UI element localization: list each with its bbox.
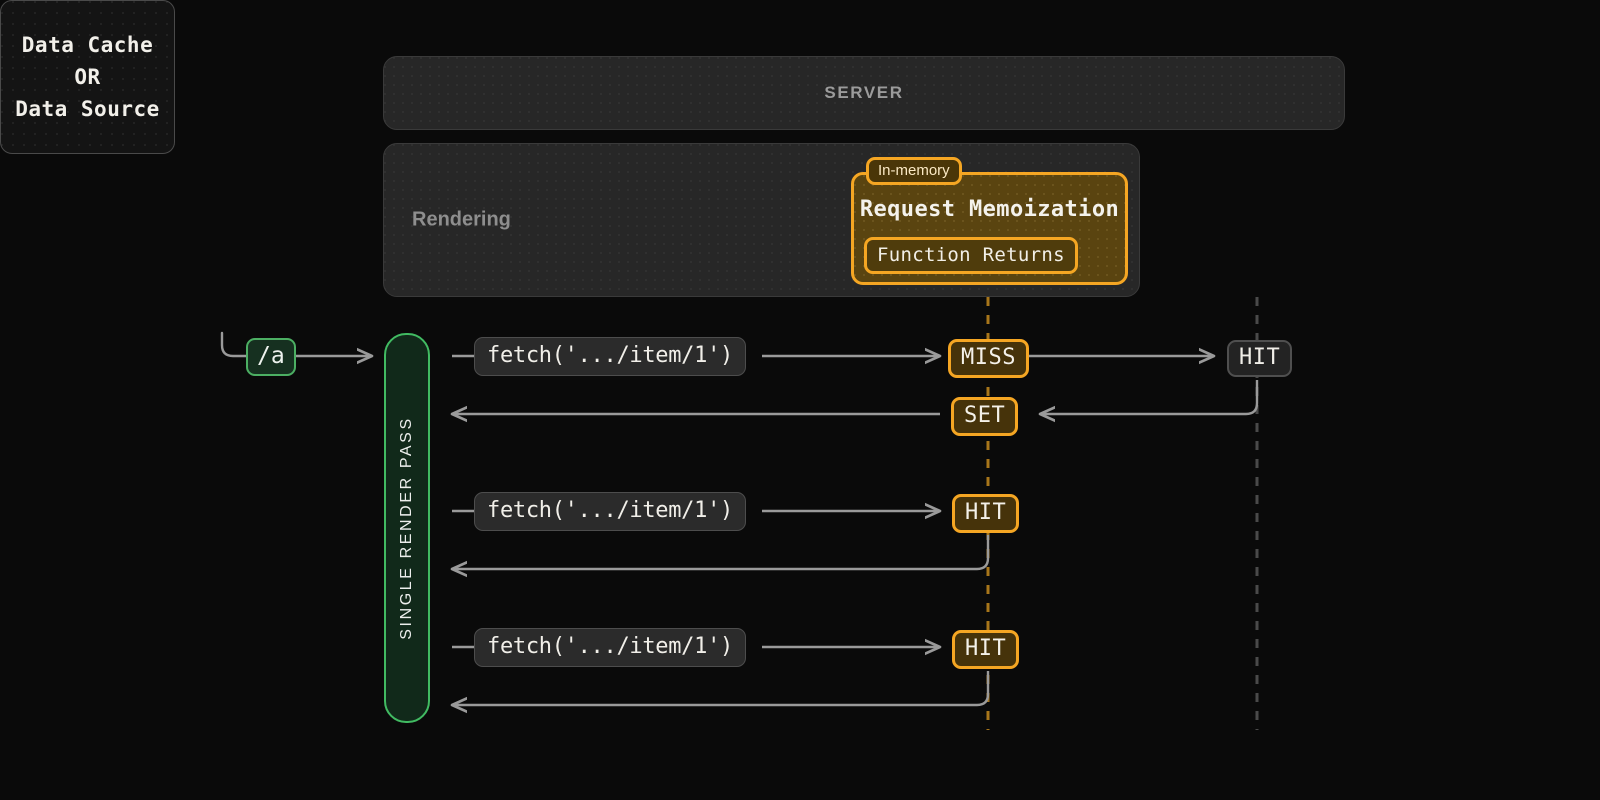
function-returns-box: Function Returns <box>864 237 1078 274</box>
rendering-label: Rendering <box>412 208 511 231</box>
single-render-pass-bar: SINGLE RENDER PASS <box>384 333 430 723</box>
single-render-pass-label: SINGLE RENDER PASS <box>398 416 415 640</box>
memoization-set-status: SET <box>951 397 1019 436</box>
fetch-call-row-1: fetch('.../item/1') <box>474 337 746 376</box>
data-store-panel: Data Cache OR Data Source <box>0 0 175 154</box>
data-store-status-row-1: HIT <box>1227 340 1293 377</box>
memoization-status-row-2: HIT <box>952 494 1020 533</box>
entry-curve <box>220 331 248 358</box>
server-label: SERVER <box>824 83 904 102</box>
data-store-line-3: Data Source <box>15 97 160 121</box>
arrow-row2-hit-return <box>452 535 990 569</box>
request-memoization-group: In-memory Request Memoization Function R… <box>851 157 1128 285</box>
route-chip[interactable]: /a <box>246 338 296 376</box>
server-panel: SERVER <box>383 56 1345 130</box>
fetch-call-row-3: fetch('.../item/1') <box>474 628 746 667</box>
arrow-row3-hit-return <box>452 671 990 705</box>
fetch-call-row-2: fetch('.../item/1') <box>474 492 746 531</box>
data-store-line-1: Data Cache <box>21 33 154 57</box>
data-store-line-2: OR <box>74 65 101 89</box>
arrow-store-hit-to-set <box>1040 380 1259 414</box>
request-memoization-title: Request Memoization <box>859 197 1120 222</box>
memoization-status-row-3: HIT <box>952 630 1020 669</box>
memoization-status-row-1: MISS <box>948 339 1029 378</box>
in-memory-tag: In-memory <box>866 157 962 185</box>
